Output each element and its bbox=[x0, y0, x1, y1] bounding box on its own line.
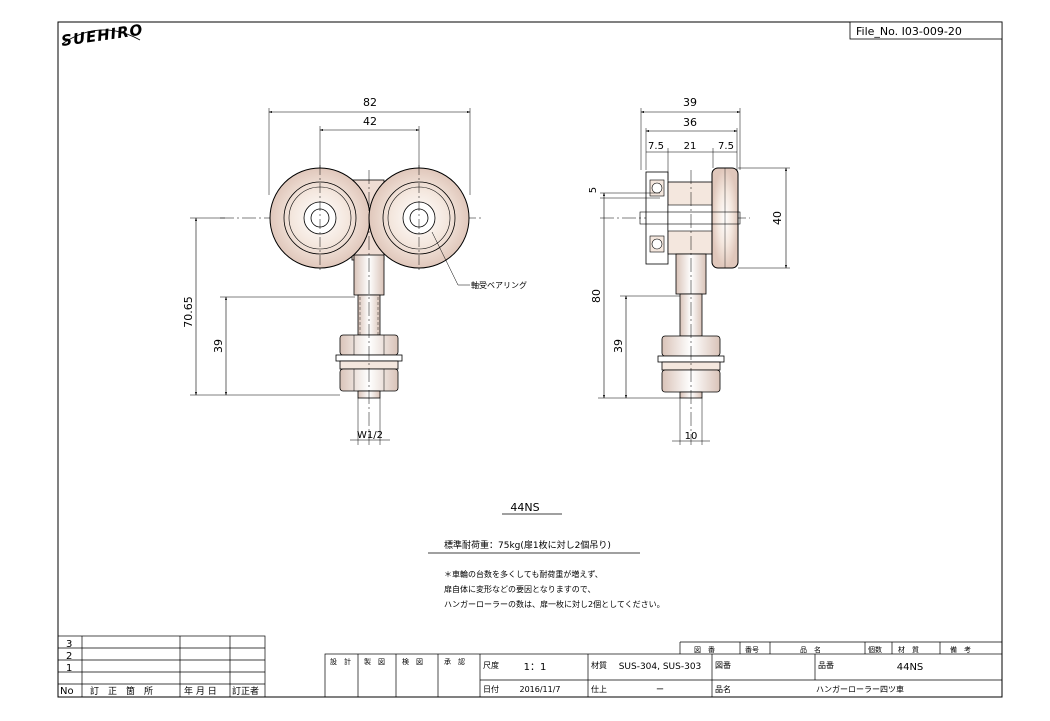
note-line-1: ＊車輪の台数を多くしても耐荷重が増えず、 bbox=[444, 569, 603, 579]
title-block bbox=[324, 641, 1003, 698]
product-name-value: ハンガーローラー四ツ車 bbox=[816, 684, 904, 694]
note-line-2: 扉自体に変形などの要因となりますので、 bbox=[444, 584, 595, 594]
role-drafting: 製 図 bbox=[364, 657, 385, 666]
parts-header-drawing-no: 図 番 bbox=[694, 646, 715, 654]
revision-header-no: No bbox=[60, 686, 74, 697]
date-value: 2016/11/7 bbox=[519, 685, 560, 694]
right-wheel bbox=[368, 165, 470, 271]
outer-frame bbox=[57, 21, 1003, 698]
revision-row-1: 1 bbox=[66, 663, 72, 674]
note-line-3: ハンガーローラーの数は、扉一枚に対し2個としてください。 bbox=[444, 599, 665, 609]
finish-label: 仕上 bbox=[591, 684, 607, 694]
parts-header-qty: 個数 bbox=[868, 645, 882, 654]
dim-70-65: 70.65 bbox=[182, 296, 195, 328]
left-wheel bbox=[269, 165, 371, 271]
finish-value: ー bbox=[656, 685, 664, 694]
product-code-label: 品番 bbox=[818, 660, 834, 670]
revision-table-text: 3 2 1 No 訂 正 箇 所 年 月 日 訂正者 bbox=[60, 639, 259, 697]
role-design: 設 計 bbox=[330, 657, 351, 666]
parts-header-name: 品 名 bbox=[800, 645, 821, 654]
product-code-value: 44NS bbox=[897, 662, 924, 673]
title-block-text: 図 番 番号 品 名 個数 材 質 備 考 設 計 製 図 検 図 承 認 尺度… bbox=[330, 645, 971, 694]
parts-header-material: 材 質 bbox=[898, 645, 919, 654]
role-approval: 承 認 bbox=[444, 657, 465, 666]
dim-10: 10 bbox=[685, 431, 698, 442]
dim-42: 42 bbox=[363, 115, 377, 128]
svg-text:SUEHIRO: SUEHIRO bbox=[60, 21, 144, 50]
date-label: 日付 bbox=[483, 684, 499, 694]
revision-header-date: 年 月 日 bbox=[184, 685, 217, 697]
model-name: 44NS bbox=[510, 501, 539, 514]
drawing-no-label: 図番 bbox=[715, 660, 731, 670]
scale-value: 1：1 bbox=[524, 662, 547, 673]
suehiro-logo: SUEHIRO bbox=[60, 21, 144, 50]
dim-36: 36 bbox=[683, 116, 697, 129]
bearing-callout: 軸受ベアリング bbox=[471, 280, 527, 290]
file-number: File_No. I03-009-20 bbox=[856, 25, 962, 38]
load-capacity: 標準耐荷重：75kg(扉1枚に対し2個吊り) bbox=[444, 539, 611, 551]
dim-82: 82 bbox=[363, 96, 377, 109]
revision-header-location: 訂 正 箇 所 bbox=[90, 685, 153, 697]
front-view: 82 42 70.65 39 W1/2 軸受ベアリング bbox=[182, 96, 527, 445]
parts-header-remarks: 備 考 bbox=[950, 645, 971, 654]
revision-table bbox=[57, 635, 266, 698]
dim-thread: W1/2 bbox=[357, 430, 383, 441]
dim-21: 21 bbox=[684, 141, 697, 152]
dim-39-top: 39 bbox=[683, 96, 697, 109]
parts-header-number: 番号 bbox=[745, 646, 759, 654]
product-name-label: 品名 bbox=[715, 684, 731, 694]
side-view: 39 36 7.5 21 7.5 5 40 80 39 10 bbox=[588, 96, 790, 445]
dim-7-5-right: 7.5 bbox=[718, 141, 734, 152]
material-value: SUS-304, SUS-303 bbox=[619, 662, 702, 672]
dim-39-front: 39 bbox=[212, 339, 225, 353]
dim-5: 5 bbox=[588, 187, 599, 193]
revision-row-3: 3 bbox=[66, 639, 72, 650]
file-number-box: File_No. I03-009-20 bbox=[849, 21, 1003, 40]
revision-row-2: 2 bbox=[66, 651, 72, 662]
role-check: 検 図 bbox=[402, 657, 423, 666]
scale-label: 尺度 bbox=[483, 660, 499, 670]
notes-area: 44NS 標準耐荷重：75kg(扉1枚に対し2個吊り) ＊車輪の台数を多くしても… bbox=[428, 501, 665, 609]
dim-7-5-left: 7.5 bbox=[648, 141, 664, 152]
material-label: 材質 bbox=[591, 660, 607, 670]
revision-header-person: 訂正者 bbox=[232, 685, 259, 697]
dim-39-side: 39 bbox=[612, 339, 625, 353]
dim-40: 40 bbox=[771, 211, 784, 225]
dim-80: 80 bbox=[590, 289, 603, 303]
